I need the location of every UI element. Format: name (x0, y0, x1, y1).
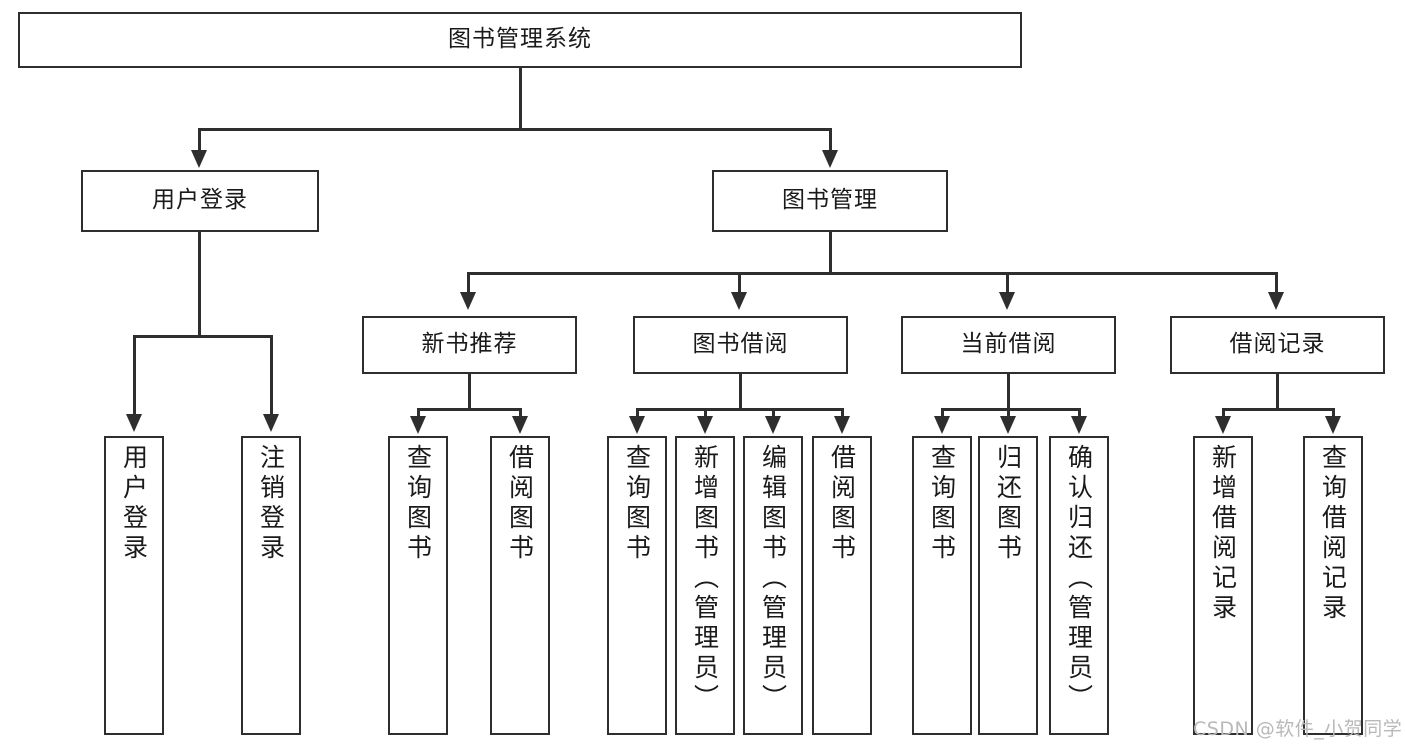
edge-new-book-stem (468, 374, 471, 408)
node-user-login[interactable]: 用户登录 (81, 170, 319, 232)
node-label: 编辑图书（管理员） (758, 444, 788, 714)
edge-book-borrow-to-leaf-4 (841, 408, 844, 418)
edge-book-manage-to-borrow (738, 272, 741, 294)
node-label: 图书管理 (782, 187, 878, 214)
node-label: 借阅记录 (1229, 331, 1326, 358)
arrowhead-new-book-to-leaf-1 (410, 416, 426, 434)
edge-current-borrow-to-leaf-1 (941, 408, 944, 418)
leaf-borrow-book[interactable]: 借阅图书 (812, 436, 872, 735)
edge-book-manage-to-new-book (467, 272, 470, 294)
edge-new-book-to-leaf-1 (417, 408, 420, 418)
leaf-add-book-admin[interactable]: 新增图书（管理员） (675, 436, 735, 735)
node-current-borrow[interactable]: 当前借阅 (901, 316, 1116, 374)
node-book-borrow[interactable]: 图书借阅 (633, 316, 848, 374)
node-borrow-record[interactable]: 借阅记录 (1170, 316, 1385, 374)
node-label: 归还图书 (993, 444, 1023, 564)
arrowhead-root-to-book-manage (822, 150, 838, 168)
node-label: 查询图书 (622, 444, 652, 564)
arrowhead-book-manage-to-current (999, 292, 1015, 310)
leaf-new-book-borrow[interactable]: 借阅图书 (490, 436, 550, 735)
node-label: 查询图书 (927, 444, 957, 564)
node-label: 用户登录 (119, 444, 149, 564)
edge-borrow-record-stem (1276, 374, 1279, 408)
arrowhead-current-borrow-to-leaf-3 (1071, 416, 1087, 434)
edge-book-manage-to-current (1006, 272, 1009, 294)
leaf-query-borrow-record[interactable]: 查询借阅记录 (1303, 436, 1363, 735)
edge-book-borrow-bus (636, 408, 844, 411)
edge-user-login-bus (133, 335, 273, 338)
edge-book-borrow-to-leaf-1 (636, 408, 639, 418)
edge-new-book-to-leaf-2 (519, 408, 522, 418)
leaf-current-query-book[interactable]: 查询图书 (912, 436, 972, 735)
node-new-book-recommend[interactable]: 新书推荐 (362, 316, 577, 374)
node-label: 当前借阅 (960, 331, 1057, 358)
edge-current-borrow-stem (1007, 374, 1010, 408)
leaf-logout[interactable]: 注销登录 (241, 436, 301, 735)
arrowhead-root-to-user-login (191, 150, 207, 168)
edge-root-bus (198, 128, 832, 131)
leaf-edit-book-admin[interactable]: 编辑图书（管理员） (743, 436, 803, 735)
arrowhead-borrow-record-to-leaf-2 (1325, 416, 1341, 434)
edge-user-login-stem (198, 232, 201, 335)
edge-root-stem (519, 68, 522, 128)
leaf-borrow-query-book[interactable]: 查询图书 (607, 436, 667, 735)
edge-borrow-record-to-leaf-2 (1332, 408, 1335, 418)
edge-book-borrow-stem (739, 374, 742, 408)
node-label: 图书借阅 (692, 331, 789, 358)
edge-current-borrow-to-leaf-3 (1078, 408, 1081, 418)
node-label: 新增图书（管理员） (690, 444, 720, 714)
edge-user-login-to-leaf-1 (133, 335, 136, 416)
arrowhead-book-manage-to-record (1268, 292, 1284, 310)
edge-user-login-to-leaf-2 (270, 335, 273, 416)
node-label: 图书管理系统 (448, 26, 592, 53)
edge-borrow-record-bus (1222, 408, 1335, 411)
arrowhead-book-borrow-to-leaf-3 (765, 416, 781, 434)
leaf-return-book[interactable]: 归还图书 (978, 436, 1038, 735)
node-label: 新增借阅记录 (1208, 444, 1238, 624)
node-book-management[interactable]: 图书管理 (712, 170, 948, 232)
edge-new-book-bus (417, 408, 522, 411)
arrowhead-current-borrow-to-leaf-2 (1000, 416, 1016, 434)
edge-book-manage-stem (829, 232, 832, 272)
arrowhead-book-borrow-to-leaf-1 (629, 416, 645, 434)
node-root-system[interactable]: 图书管理系统 (18, 12, 1022, 68)
edge-book-manage-to-record (1275, 272, 1278, 294)
node-label: 用户登录 (152, 187, 248, 214)
edge-current-borrow-bus (941, 408, 1081, 411)
node-label: 查询图书 (403, 444, 433, 564)
edge-borrow-record-to-leaf-1 (1222, 408, 1225, 418)
arrowhead-user-login-to-leaf-2 (263, 414, 279, 432)
arrowhead-book-borrow-to-leaf-2 (697, 416, 713, 434)
arrowhead-book-manage-to-borrow (731, 292, 747, 310)
node-label: 借阅图书 (505, 444, 535, 564)
arrowhead-book-manage-to-new-book (460, 292, 476, 310)
arrowhead-book-borrow-to-leaf-4 (834, 416, 850, 434)
edge-book-borrow-to-leaf-2 (704, 408, 707, 418)
arrowhead-current-borrow-to-leaf-1 (934, 416, 950, 434)
edge-current-borrow-to-leaf-2 (1007, 408, 1010, 418)
arrowhead-borrow-record-to-leaf-1 (1215, 416, 1231, 434)
node-label: 新书推荐 (421, 331, 518, 358)
node-label: 借阅图书 (827, 444, 857, 564)
leaf-new-book-query[interactable]: 查询图书 (388, 436, 448, 735)
edge-book-borrow-to-leaf-3 (772, 408, 775, 418)
arrowhead-user-login-to-leaf-1 (126, 414, 142, 432)
node-label: 注销登录 (256, 444, 286, 564)
node-label: 确认归还（管理员） (1064, 444, 1094, 714)
node-label: 查询借阅记录 (1318, 444, 1348, 624)
edge-root-to-book-manage (829, 128, 832, 152)
leaf-confirm-return-admin[interactable]: 确认归还（管理员） (1049, 436, 1109, 735)
arrowhead-new-book-to-leaf-2 (512, 416, 528, 434)
leaf-add-borrow-record[interactable]: 新增借阅记录 (1193, 436, 1253, 735)
edge-book-manage-bus (467, 272, 1278, 275)
leaf-user-login[interactable]: 用户登录 (104, 436, 164, 735)
edge-root-to-user-login (198, 128, 201, 152)
